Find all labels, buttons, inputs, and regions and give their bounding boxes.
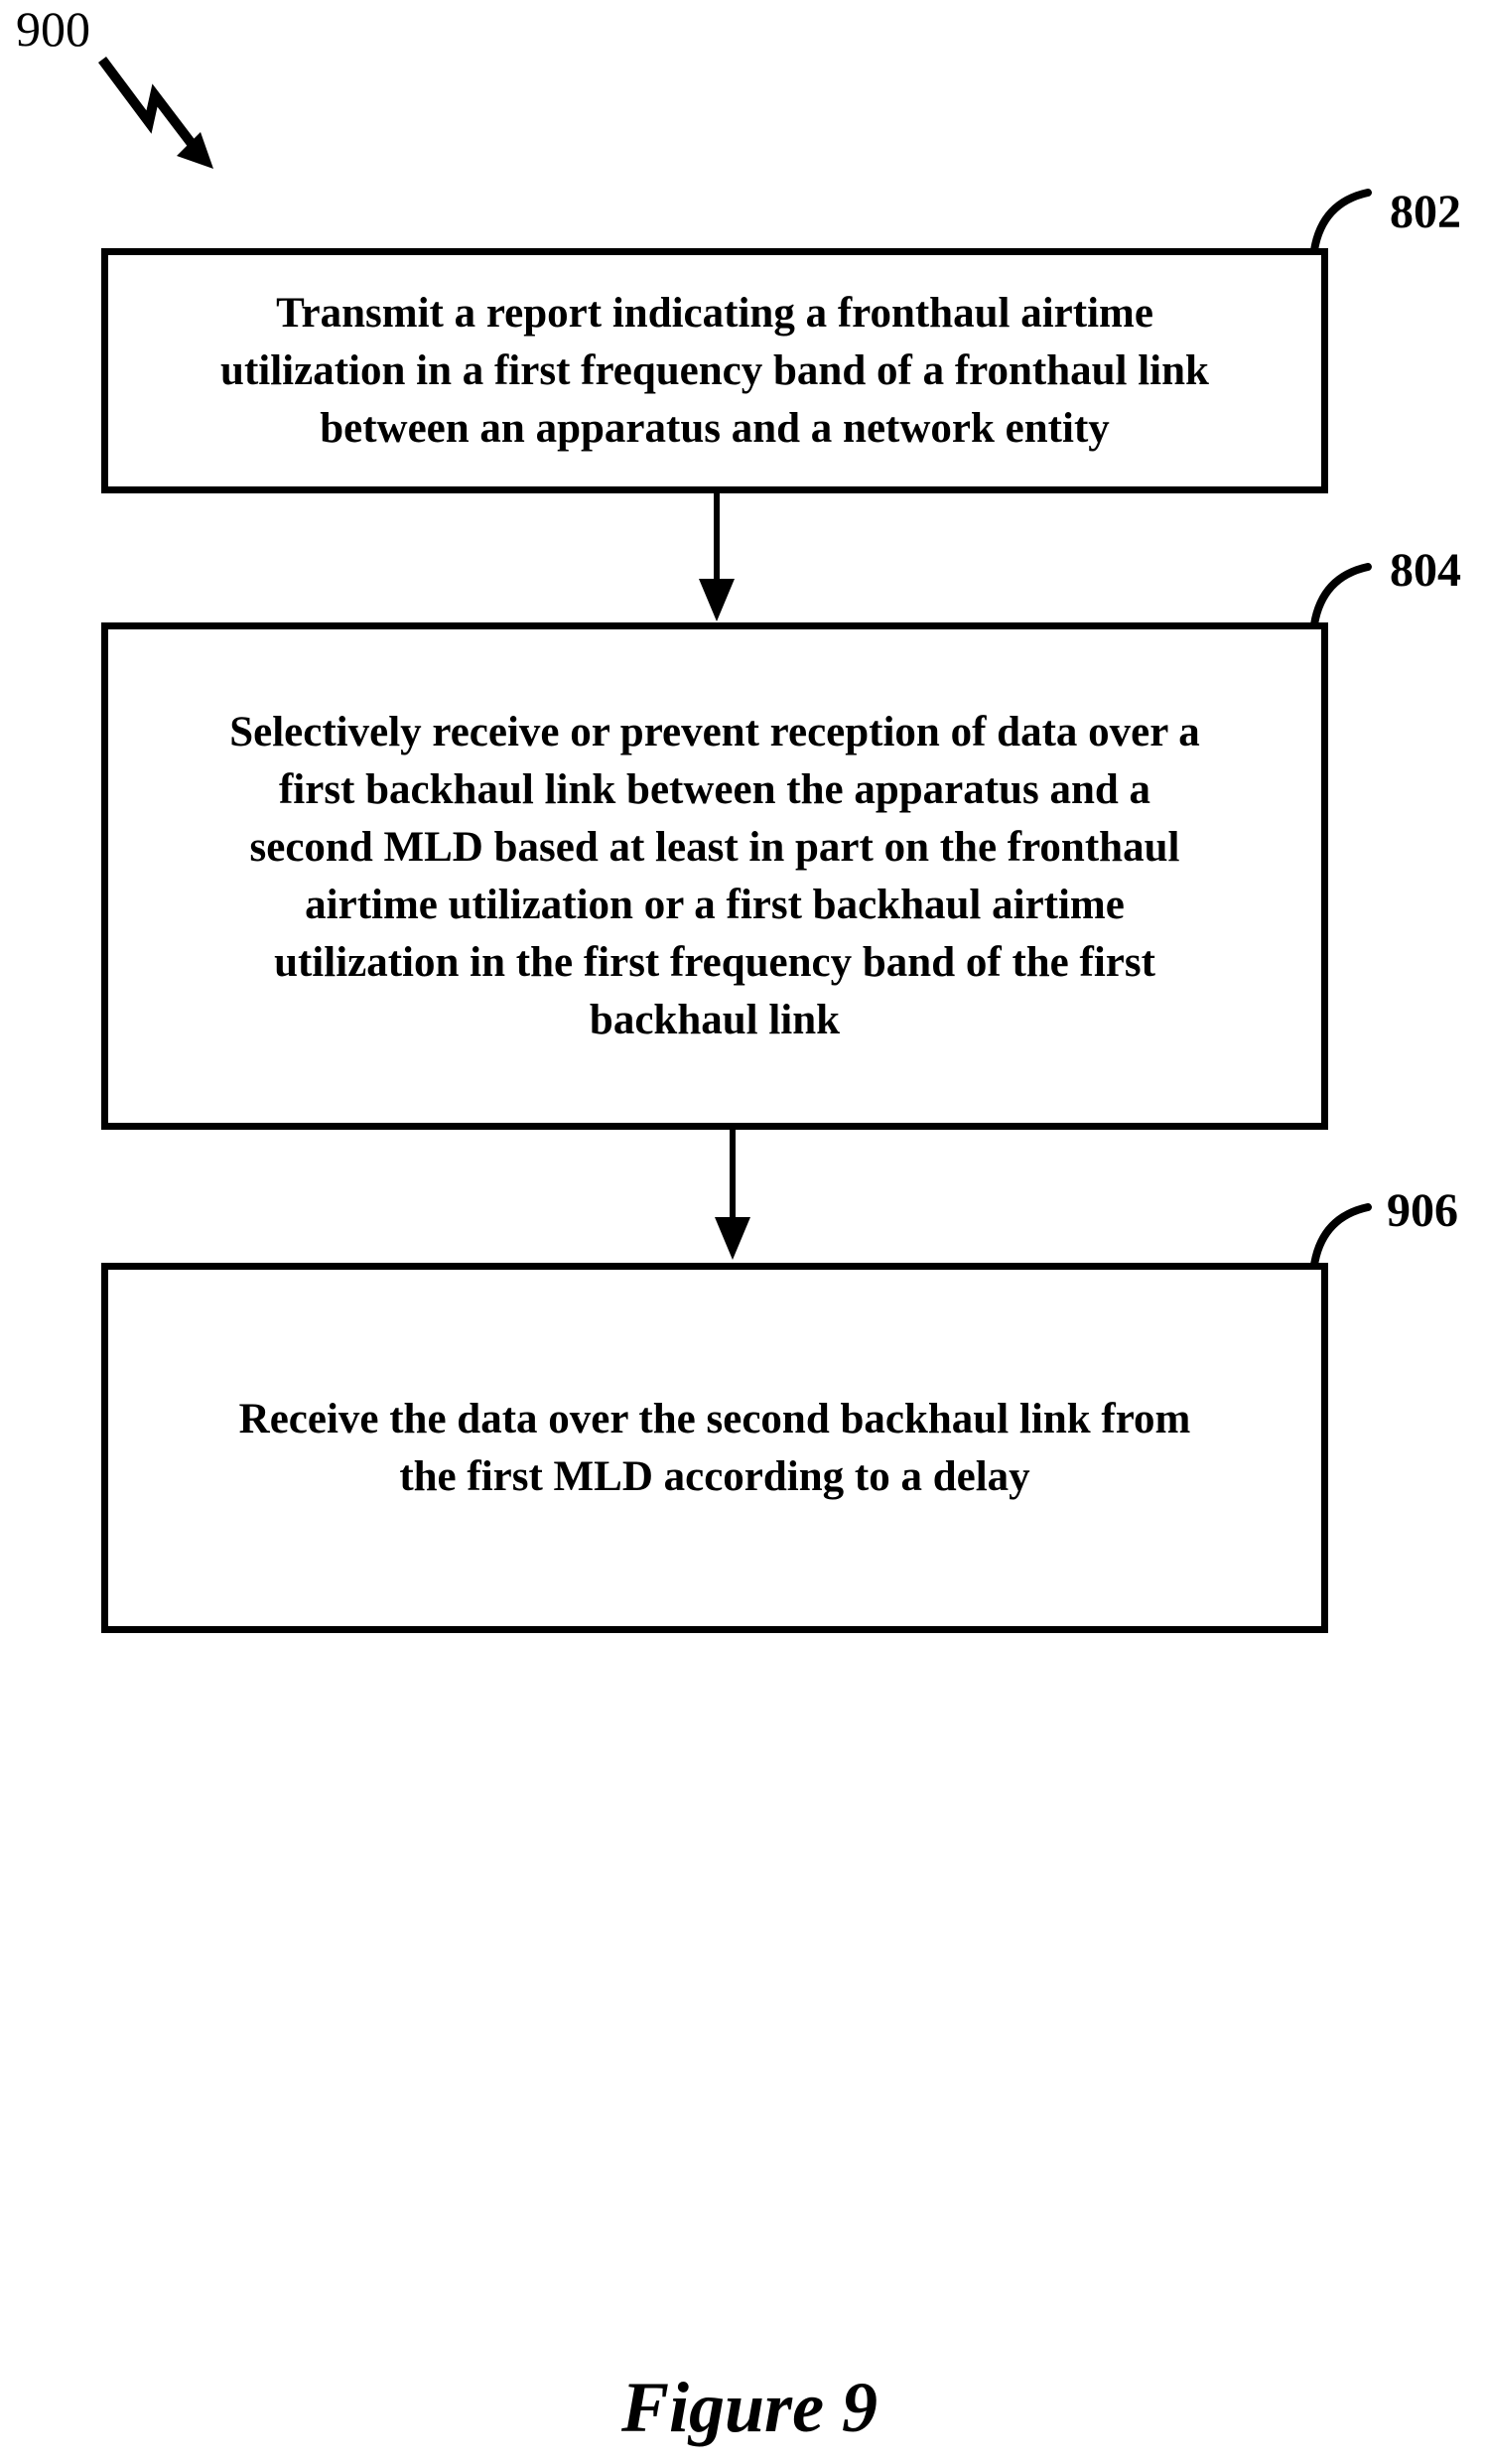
leader-line-906-icon (1310, 1203, 1372, 1269)
reference-zigzag-arrow-icon (97, 57, 197, 149)
leader-line-804-icon (1310, 563, 1372, 628)
step-ref-label-906: 906 (1387, 1184, 1458, 1237)
flowchart-step-802: Transmit a report indicating a fronthaul… (101, 248, 1328, 493)
flowchart-step-906-text: Receive the data over the second backhau… (238, 1395, 1191, 1500)
figure-reference-number: 900 (16, 1, 90, 57)
flowchart-step-906: Receive the data over the second backhau… (101, 1263, 1328, 1633)
figure-caption: Figure 9 (620, 2368, 878, 2447)
reference-zigzag-arrowhead-icon (177, 132, 213, 169)
step-ref-label-802: 802 (1390, 186, 1461, 238)
flowchart-step-802-text: Transmit a report indicating a fronthaul… (220, 289, 1209, 452)
flowchart-step-804-text: Selectively receive or prevent reception… (229, 708, 1200, 1043)
flowchart-step-804: Selectively receive or prevent reception… (101, 622, 1328, 1130)
flow-arrow-2-head-icon (715, 1217, 750, 1260)
step-ref-label-804: 804 (1390, 544, 1461, 597)
leader-line-802-icon (1310, 189, 1372, 254)
flow-arrow-1-head-icon (699, 579, 735, 621)
